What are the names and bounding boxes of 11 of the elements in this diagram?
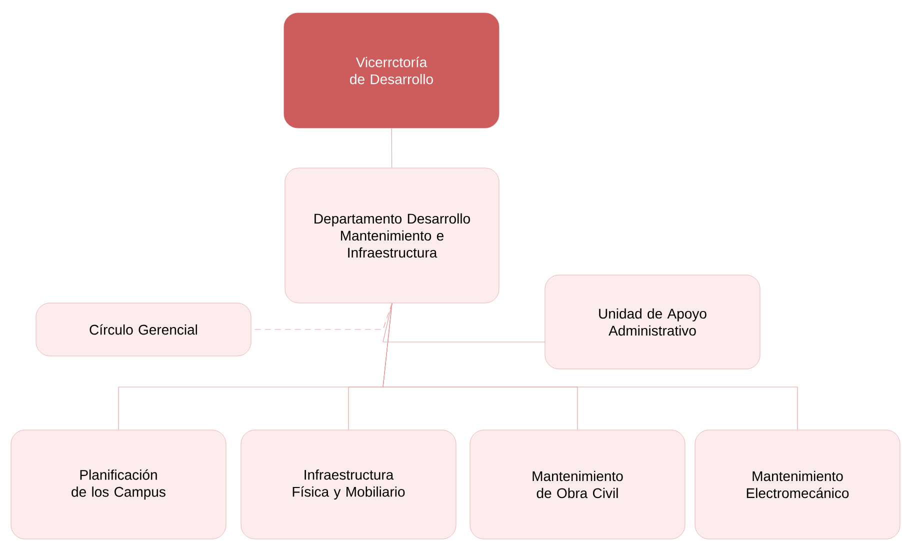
connector-line [382,302,546,342]
title-box: Vicerrctoría de Desarrollo [284,12,500,128]
org-box: Círculo Gerencial [36,302,252,356]
org-box: Planificación de los Campus [10,430,226,540]
connector-line [391,128,392,168]
org-box: Infraestructura Física y Mobiliario [240,430,456,540]
org-box: Unidad de Apoyo Administrativo [544,274,760,370]
connector-line [382,302,798,430]
org-box: Departamento Desarrollo Mantenimiento e Infraestructura [284,168,500,304]
org-box: Mantenimiento de Obra Civil [470,430,686,540]
org-box: Mantenimiento Electromecánico [694,430,900,540]
